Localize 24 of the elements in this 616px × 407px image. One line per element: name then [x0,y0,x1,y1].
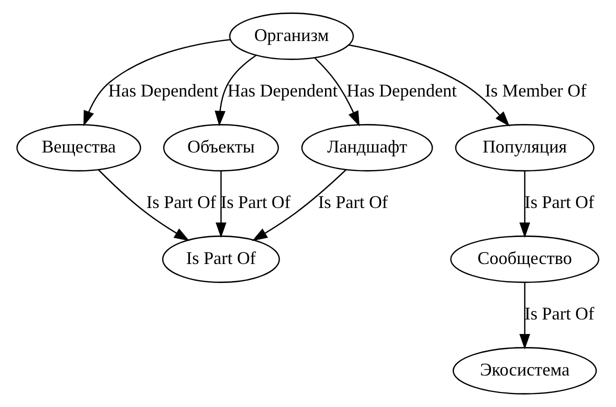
node-ellipse: Сообщество [450,236,600,283]
edge-label: Has Dependent [108,80,218,101]
node-ellipse: Объекты [163,124,279,172]
arrow [519,282,530,350]
edge-label: Is Part Of [220,192,290,212]
node-ellipse: Организм [229,12,354,60]
node-ellipse: Ландшафт [301,124,433,172]
arrow [216,171,226,238]
node-ellipse: Вещества [16,124,142,172]
arrow [83,38,230,126]
node-ellipse: Is Part Of [162,236,280,283]
node-ellipse: Популяция [455,124,594,172]
arrow [98,169,190,241]
edge-label: Has Dependent [346,80,457,101]
edge-label: Has Dependent [227,80,338,101]
edge-label: Is Part Of [146,192,216,212]
arrow [214,54,257,126]
arrow [314,58,360,126]
arrow [348,44,510,127]
node-ellipse: Экосистема [452,347,597,394]
edge-label: Is Member Of [484,80,586,101]
arrow [252,169,346,242]
edge-label: Is Part Of [318,192,388,212]
arrow [519,171,530,238]
